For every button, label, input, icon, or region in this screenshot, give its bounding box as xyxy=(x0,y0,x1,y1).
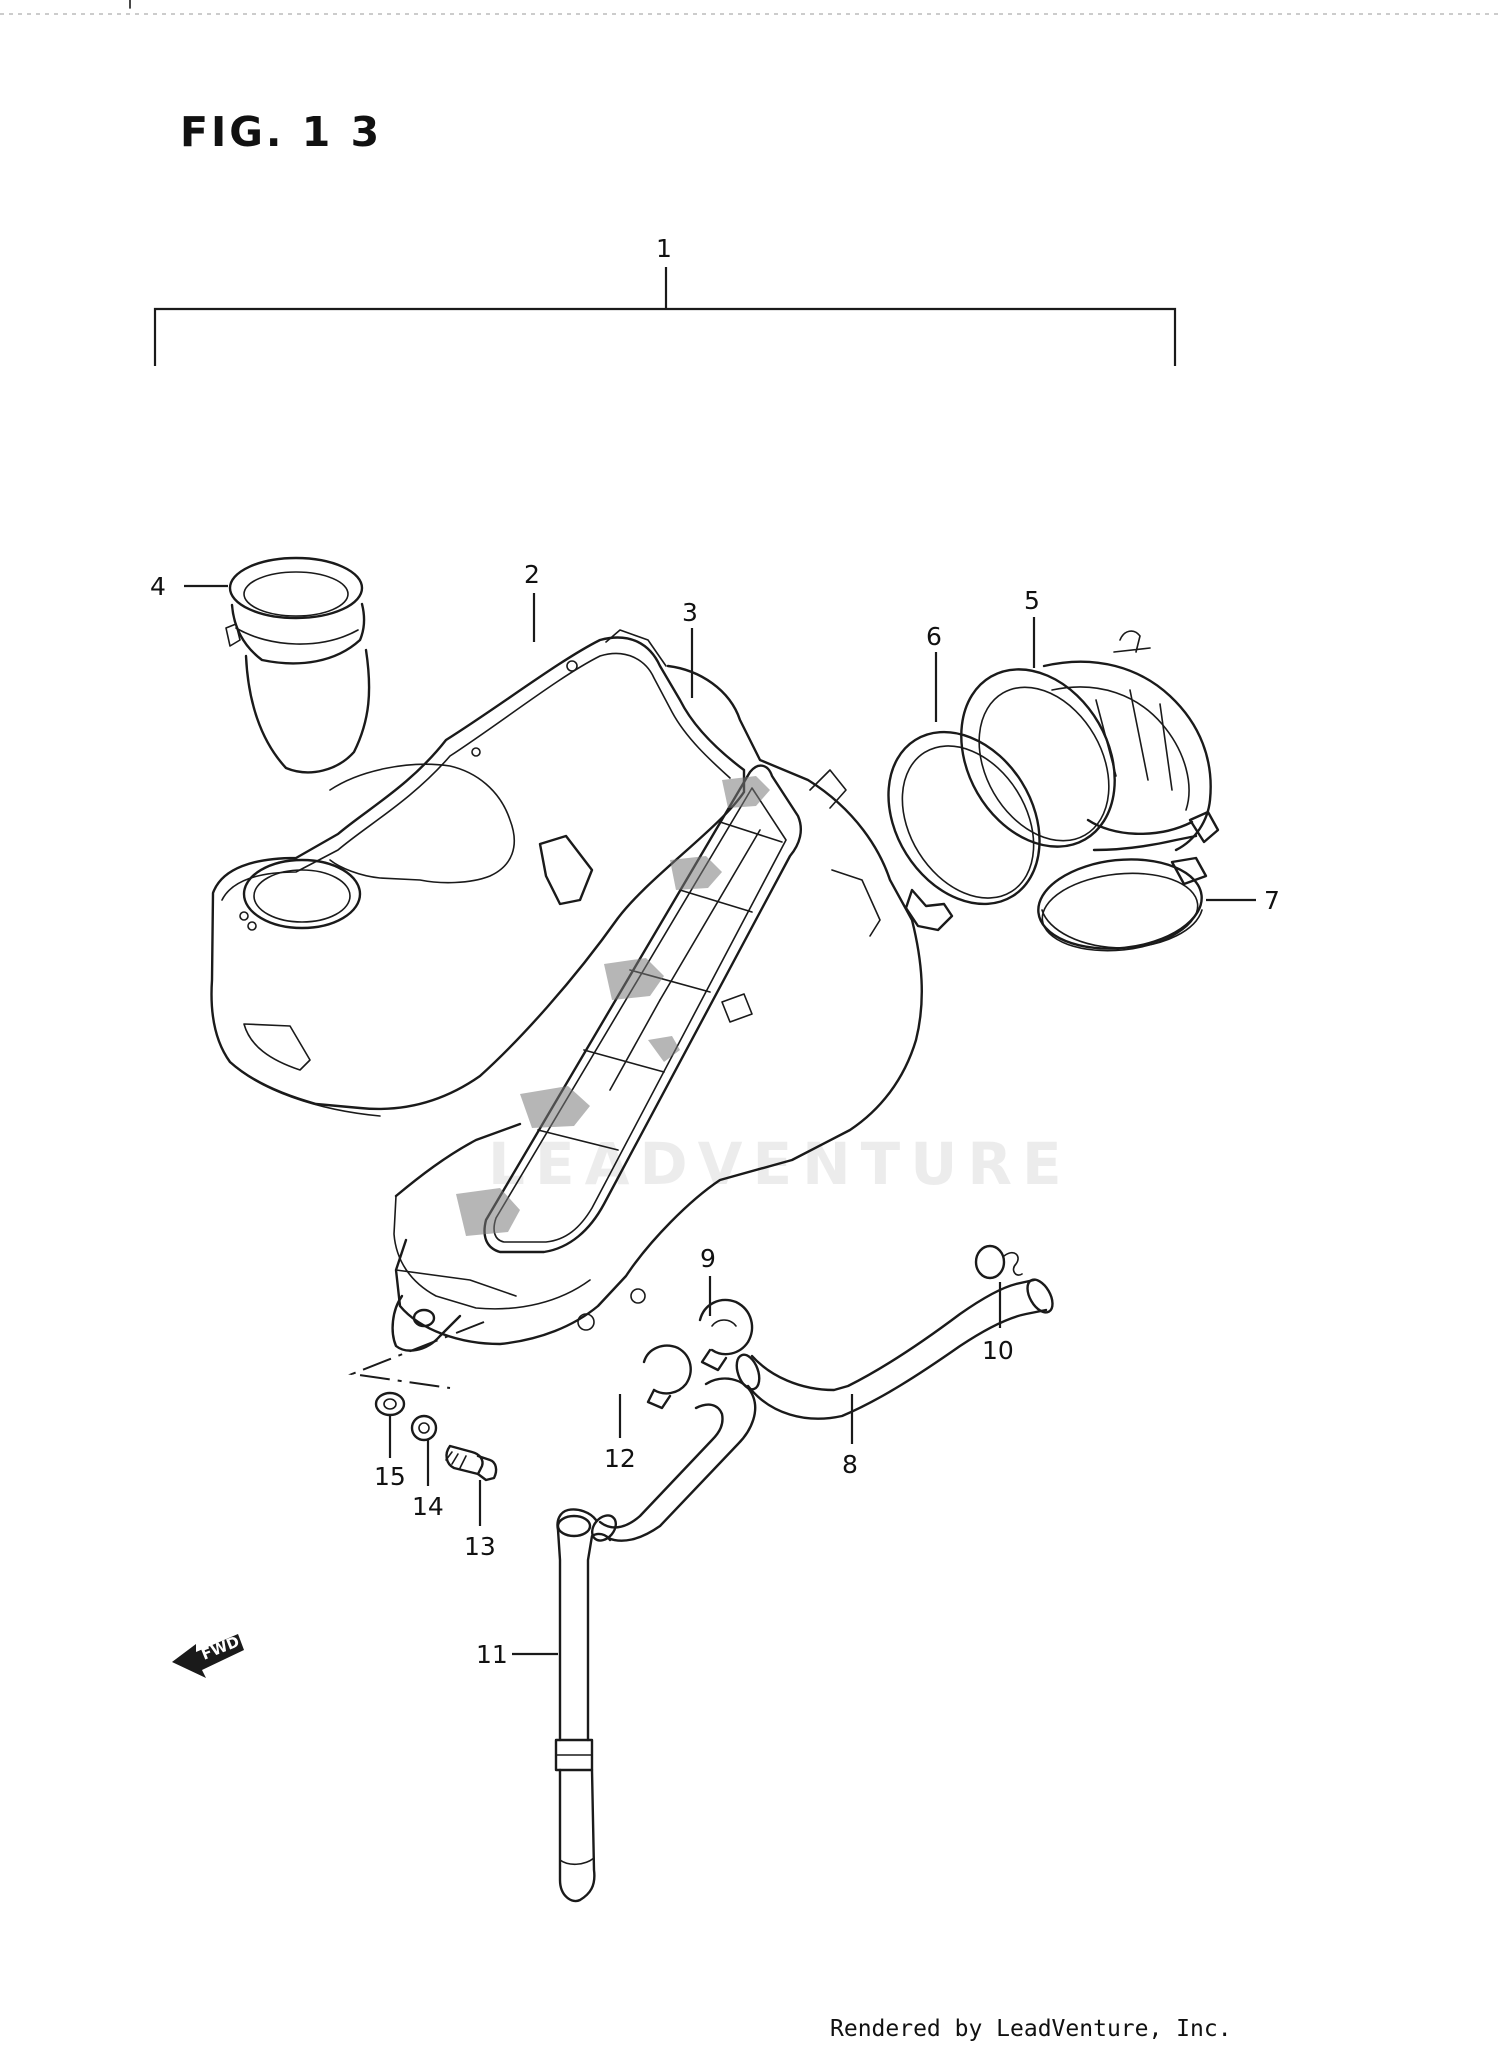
part-10-plug xyxy=(974,1244,1023,1280)
part-14-washer xyxy=(410,1414,438,1442)
part-7-hose-band xyxy=(1037,856,1208,952)
callout-7: 7 xyxy=(1264,886,1280,915)
callout-2: 2 xyxy=(524,560,540,589)
footer-credit: Rendered by LeadVenture, Inc. xyxy=(830,2016,1232,2042)
leader-lines xyxy=(184,584,1256,1656)
part-8-drain-hose xyxy=(735,1278,1054,1420)
part-5-intake-elbow xyxy=(960,630,1220,852)
callout-12: 12 xyxy=(604,1444,636,1473)
callout-3: 3 xyxy=(682,598,698,627)
callout-14: 14 xyxy=(412,1492,444,1521)
figure-title: FIG. 1 3 xyxy=(180,108,383,156)
callout-6: 6 xyxy=(926,622,942,651)
callout-13: 13 xyxy=(464,1532,496,1561)
callout-15: 15 xyxy=(374,1462,406,1491)
callout-4: 4 xyxy=(150,572,166,601)
part-11-breather-hose xyxy=(554,1377,757,1903)
part-6-hose-band xyxy=(887,730,1041,932)
callout-1: 1 xyxy=(656,234,672,263)
part-13-bolt xyxy=(445,1444,498,1482)
fwd-arrow-icon: FWD xyxy=(172,1632,244,1678)
callout-10: 10 xyxy=(982,1336,1014,1365)
callout-8: 8 xyxy=(842,1450,858,1479)
part-15-washer xyxy=(374,1391,406,1417)
part-9-clamp xyxy=(698,1298,754,1372)
page-border-marks xyxy=(0,0,1500,15)
part-12-clamp xyxy=(642,1344,692,1410)
part-4-intake-funnel xyxy=(225,556,371,774)
assembly-bracket-1 xyxy=(153,267,1177,366)
callout-5: 5 xyxy=(1024,586,1040,615)
callout-11: 11 xyxy=(476,1640,508,1669)
mount-reference-line xyxy=(348,1321,485,1389)
callout-9: 9 xyxy=(700,1244,716,1273)
part-3-airbox-body xyxy=(391,664,923,1352)
